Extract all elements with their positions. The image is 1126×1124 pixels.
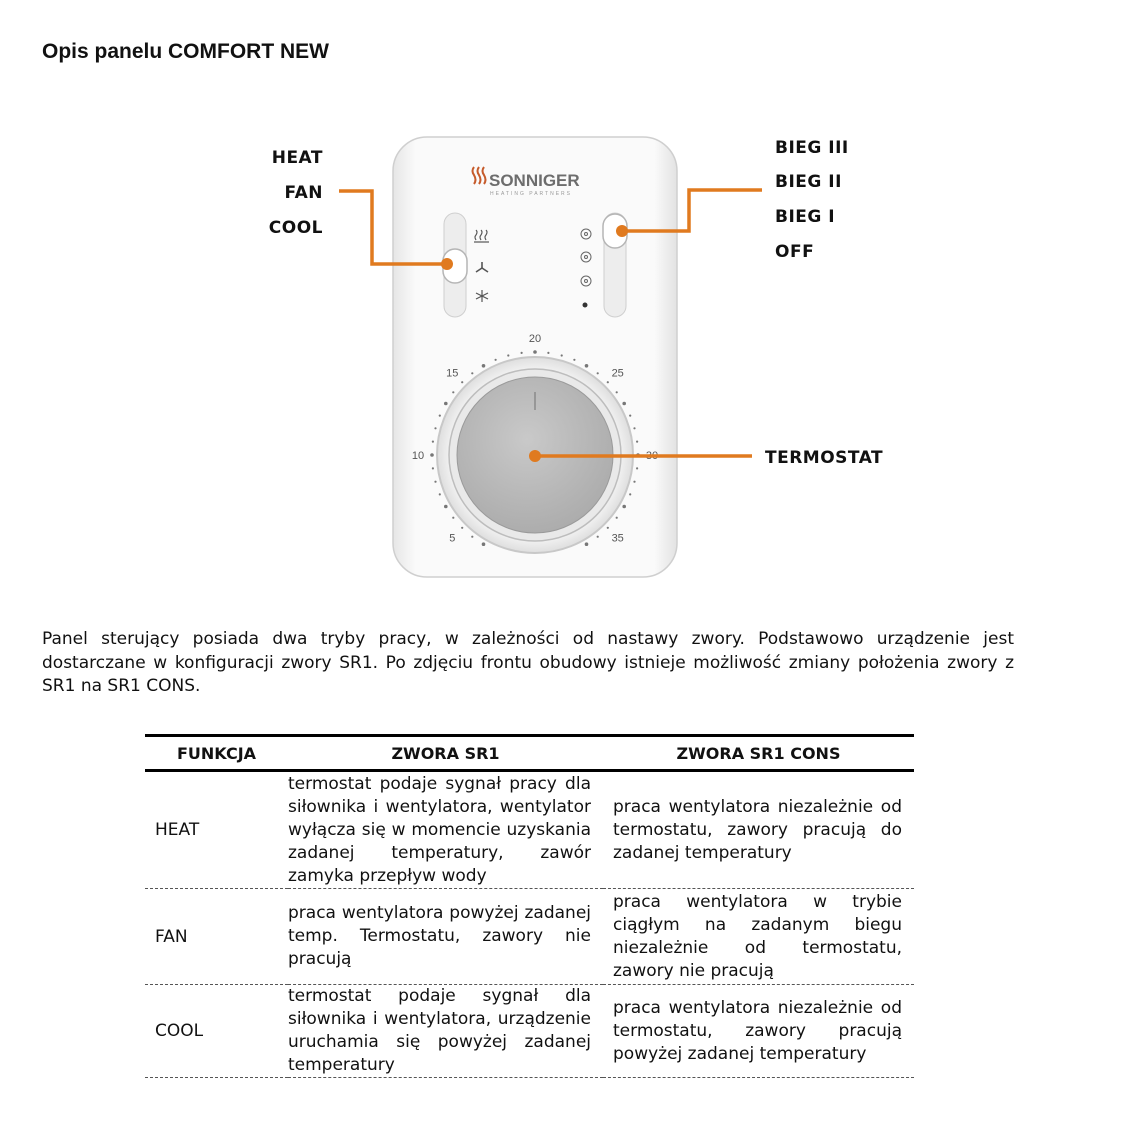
dial-dot — [633, 427, 636, 430]
label-off: OFF — [775, 242, 815, 262]
table-row: COOL termostat podaje sygnał dla siłowni… — [145, 985, 914, 1078]
dial-dot — [461, 526, 464, 529]
cell-function: HEAT — [155, 820, 200, 840]
dial-dot — [444, 504, 448, 509]
dial-dot — [584, 364, 589, 368]
dial-scale-number: 10 — [412, 450, 424, 462]
label-bieg-iii: BIEG III — [775, 138, 849, 158]
dial-scale-number: 35 — [612, 533, 624, 545]
dial-dot — [471, 372, 474, 375]
dial-dot — [444, 401, 448, 406]
dial-dot — [606, 526, 609, 529]
logo-icon — [471, 166, 487, 185]
fan-icon — [475, 262, 489, 273]
cell-sr1: termostat podaje sygnał pracy dla siłown… — [288, 773, 591, 886]
dial-dot — [481, 364, 486, 368]
label-bieg-i: BIEG I — [775, 207, 836, 227]
dial-dot — [434, 480, 437, 483]
dial-dot — [636, 467, 639, 470]
thermostat-callout-dot — [529, 450, 541, 462]
dial-dot — [596, 535, 599, 538]
off-dot-icon — [582, 302, 588, 308]
dial-dot — [629, 493, 632, 496]
label-termostat: TERMOSTAT — [765, 448, 884, 468]
dial-dot — [438, 493, 441, 496]
dial-dot — [560, 354, 563, 357]
header-funkcja: FUNKCJA — [145, 734, 288, 772]
snowflake-icon — [475, 290, 489, 302]
cell-sr1-cons: praca wentylatora niezależnie od termost… — [613, 997, 902, 1064]
dial-dot — [622, 401, 626, 406]
callout-lines — [339, 188, 762, 458]
dial-scale-number: 15 — [446, 367, 458, 379]
label-heat: HEAT — [271, 148, 323, 168]
dial-dot — [633, 480, 636, 483]
dial-dot — [434, 427, 437, 430]
cell-sr1-cons: praca wentylatora niezależnie od termost… — [613, 796, 902, 863]
dial-dot — [533, 350, 537, 354]
cell-sr1: termostat podaje sygnał dla siłownika i … — [288, 986, 591, 1075]
function-table: FUNKCJA ZWORA SR1 ZWORA SR1 CONS HEAT te… — [145, 734, 914, 1078]
cell-sr1-cons: praca wentylatora w trybie ciągłym na za… — [613, 891, 902, 981]
header-zwora-sr1-cons: ZWORA SR1 CONS — [603, 734, 914, 772]
dial-dot — [461, 381, 464, 384]
dial-dot — [622, 504, 626, 509]
dial-dot — [430, 453, 434, 457]
fan-speed-3-icon — [580, 228, 592, 240]
label-cool: COOL — [268, 218, 323, 238]
dial-dot — [452, 391, 455, 394]
dial-dot — [494, 358, 497, 361]
dial-dot — [629, 414, 632, 417]
dial-dot — [606, 381, 609, 384]
dial-dot — [615, 391, 618, 394]
dial-dot — [520, 351, 523, 354]
dial-dot — [431, 440, 434, 443]
cell-sr1: praca wentylatora powyżej zadanej temp. … — [288, 903, 591, 969]
mode-callout-dot — [441, 258, 453, 270]
table-row: HEAT termostat podaje sygnał pracy dla s… — [145, 771, 914, 889]
brand-name: SONNIGER — [489, 171, 580, 190]
dial-dot — [584, 542, 589, 546]
dial-scale-number: 5 — [449, 533, 455, 545]
label-bieg-ii: BIEG II — [775, 172, 842, 192]
dial-dot — [431, 467, 434, 470]
dial-dot — [636, 440, 639, 443]
dial-dot — [438, 414, 441, 417]
dial-dot — [547, 351, 550, 354]
page-title: Opis panelu COMFORT NEW — [42, 40, 329, 63]
table-row: FAN praca wentylatora powyżej zadanej te… — [145, 889, 914, 985]
fan-speed-2-icon — [580, 251, 592, 263]
dial-scale-dots — [430, 350, 640, 546]
brand-subtitle: HEATING PARTNERS — [490, 191, 572, 197]
dial-dot — [596, 372, 599, 375]
cell-function: COOL — [155, 1021, 204, 1041]
dial-dot — [471, 535, 474, 538]
header-zwora-sr1: ZWORA SR1 — [288, 734, 603, 772]
speed-callout-dot — [616, 225, 628, 237]
heat-icon — [474, 229, 489, 243]
dial-dot — [507, 354, 510, 357]
dial-dot — [481, 542, 486, 546]
dial-scale-number: 20 — [529, 333, 541, 345]
label-fan: FAN — [284, 183, 323, 203]
dial-dot — [573, 358, 576, 361]
description-paragraph: Panel sterujący posiada dwa tryby pracy,… — [42, 629, 1014, 696]
dial-dot — [452, 516, 455, 519]
dial-dot — [615, 516, 618, 519]
dial-scale-number: 25 — [612, 367, 624, 379]
fan-speed-1-icon — [580, 275, 592, 287]
cell-function: FAN — [155, 926, 188, 947]
